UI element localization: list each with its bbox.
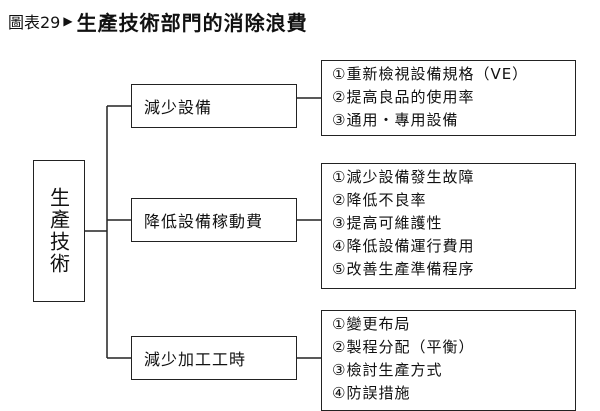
branch-node-label: 減少加工工時 xyxy=(144,350,247,369)
detail-list-lower-operating-cost: ①減少設備發生故障 ②降低不良率 ③提高可維護性 ④降低設備運行費用 ⑤改善生產… xyxy=(321,163,576,289)
detail-item: ⑤改善生產準備程序 xyxy=(332,260,475,278)
detail-item: ④降低設備運行費用 xyxy=(332,237,475,255)
detail-list-reduce-labor-hours: ①變更布局 ②製程分配（平衡） ③檢討生產方式 ④防誤措施 xyxy=(321,310,576,411)
triangle-right-icon: ▶ xyxy=(63,14,73,28)
figure-title: 圖表29 ▶ 生產技術部門的消除浪費 xyxy=(8,6,308,36)
detail-item: ③檢討生產方式 xyxy=(332,361,443,379)
root-node: 生產技術 xyxy=(33,160,85,302)
detail-item: ④防誤措施 xyxy=(332,384,411,402)
detail-list-reduce-equipment: ①重新檢視設備規格（VE） ②提高良品的使用率 ③通用・專用設備 xyxy=(321,60,576,136)
branch-node-reduce-equipment: 減少設備 xyxy=(131,84,297,128)
detail-item: ①重新檢視設備規格（VE） xyxy=(332,65,529,83)
branch-node-lower-operating-cost: 降低設備稼動費 xyxy=(131,198,297,242)
figure-number: 圖表29 xyxy=(8,13,61,32)
figure-title-text: 生產技術部門的消除浪費 xyxy=(76,10,308,35)
branch-node-label: 降低設備稼動費 xyxy=(144,212,264,231)
detail-item: ①減少設備發生故障 xyxy=(332,168,475,186)
branch-node-label: 減少設備 xyxy=(144,98,213,117)
detail-item: ②降低不良率 xyxy=(332,191,427,209)
branch-node-reduce-labor-hours: 減少加工工時 xyxy=(131,336,297,380)
root-node-label: 生產技術 xyxy=(46,187,71,275)
detail-item: ②製程分配（平衡） xyxy=(332,338,475,356)
detail-item: ①變更布局 xyxy=(332,315,411,333)
detail-item: ②提高良品的使用率 xyxy=(332,88,475,106)
detail-item: ③提高可維護性 xyxy=(332,214,443,232)
detail-item: ③通用・專用設備 xyxy=(332,111,459,129)
